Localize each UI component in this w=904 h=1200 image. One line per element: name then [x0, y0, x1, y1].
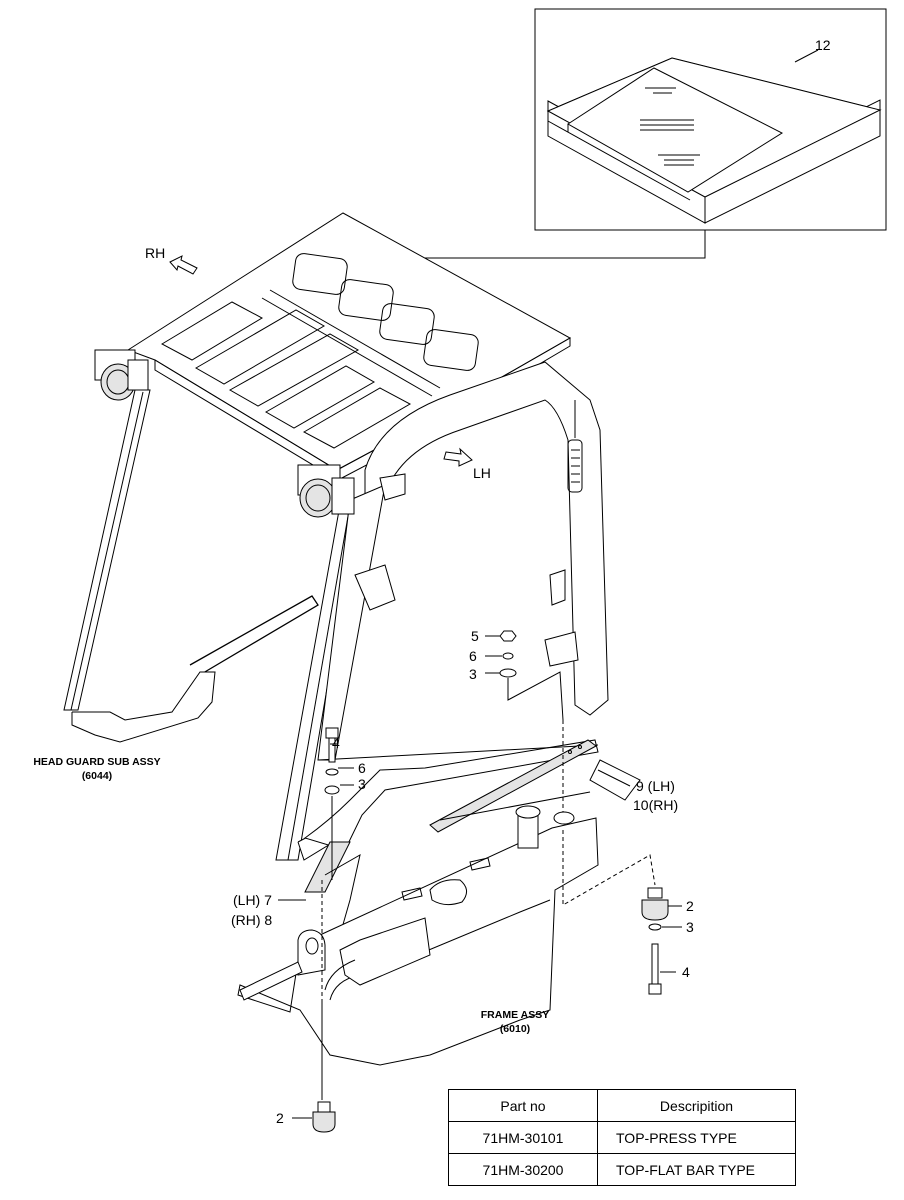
callout-8-rh: (RH) 8: [231, 912, 272, 928]
washer-3-left: [324, 785, 340, 795]
svg-text:LH: LH: [473, 465, 491, 481]
frame-recess: [339, 917, 431, 986]
cell-description: TOP-PRESS TYPE: [597, 1121, 796, 1154]
rear-arch: [364, 361, 609, 716]
header-description: Descripition: [597, 1089, 796, 1122]
left-work-light: [94, 349, 149, 401]
callout-12-leader: [794, 49, 819, 63]
head-guard: [63, 212, 609, 861]
washer-3: [499, 668, 517, 678]
frame-caption: FRAME ASSY: [481, 1009, 549, 1021]
tilt-bracket: [297, 929, 326, 976]
rubber-mount-2-bottom: [312, 1111, 336, 1133]
head-guard-code: (6044): [82, 770, 112, 782]
callout-4-left: 4: [332, 735, 340, 751]
callout-4-right: 4: [682, 964, 690, 980]
cell-description: TOP-FLAT BAR TYPE: [597, 1153, 796, 1186]
callout-9-lh: 9 (LH): [636, 778, 675, 794]
table-header-row: Part no Descripition: [448, 1089, 796, 1122]
header-part-no: Part no: [448, 1089, 598, 1122]
callout-3-left: 3: [358, 776, 366, 792]
callout-2-right: 2: [686, 898, 694, 914]
callout-6-top: 6: [469, 648, 477, 664]
head-guard-caption: HEAD GUARD SUB ASSY: [33, 756, 160, 768]
table-row: 71HM-30101 TOP-PRESS TYPE: [448, 1121, 796, 1154]
hardware-top: [485, 630, 656, 906]
lock-washer-6: [502, 652, 514, 660]
rh-arrow: RH: [145, 245, 198, 275]
hardware-bottom: [292, 1101, 336, 1133]
callout-7-lh: (LH) 7: [233, 892, 272, 908]
callout-5: 5: [471, 628, 479, 644]
washer-3-right: [648, 923, 662, 931]
right-work-light: [297, 464, 355, 518]
table-row: 71HM-30200 TOP-FLAT BAR TYPE: [448, 1153, 796, 1186]
manual-book: [546, 57, 882, 224]
lh-arrow: LH: [443, 447, 491, 481]
cell-part-no: 71HM-30101: [448, 1121, 598, 1154]
frame-code: (6010): [500, 1023, 530, 1035]
nut-5: [499, 630, 517, 642]
roof-panel: [126, 212, 572, 471]
callout-6-left: 6: [358, 760, 366, 776]
side-bar-9-10: [429, 739, 597, 833]
manual-inset: 12: [534, 8, 887, 231]
mirror-bracket: [354, 564, 396, 611]
callout-10-rh: 10(RH): [633, 797, 678, 813]
callout-3-right: 3: [686, 919, 694, 935]
rubber-mount-2-right: [641, 899, 669, 921]
frame-assy: [237, 759, 641, 1066]
bolt-4-right: [651, 943, 659, 985]
roof-slots: [160, 253, 479, 449]
callout-2-bottom: 2: [276, 1110, 284, 1126]
hardware-right: [641, 887, 682, 995]
svg-text:RH: RH: [145, 245, 165, 261]
parts-table: Part no Descripition 71HM-30101 TOP-PRES…: [448, 1089, 796, 1186]
arch-vent: [567, 439, 583, 493]
left-lower-bracket: [71, 671, 216, 743]
cell-part-no: 71HM-30200: [448, 1153, 598, 1186]
lock-washer-6-left: [325, 768, 339, 776]
plate-7-8: [304, 841, 361, 936]
hardware-left: [321, 727, 354, 1100]
callout-12: 12: [815, 37, 831, 53]
bolt-4-left: [325, 727, 339, 739]
callout-3-top: 3: [469, 666, 477, 682]
